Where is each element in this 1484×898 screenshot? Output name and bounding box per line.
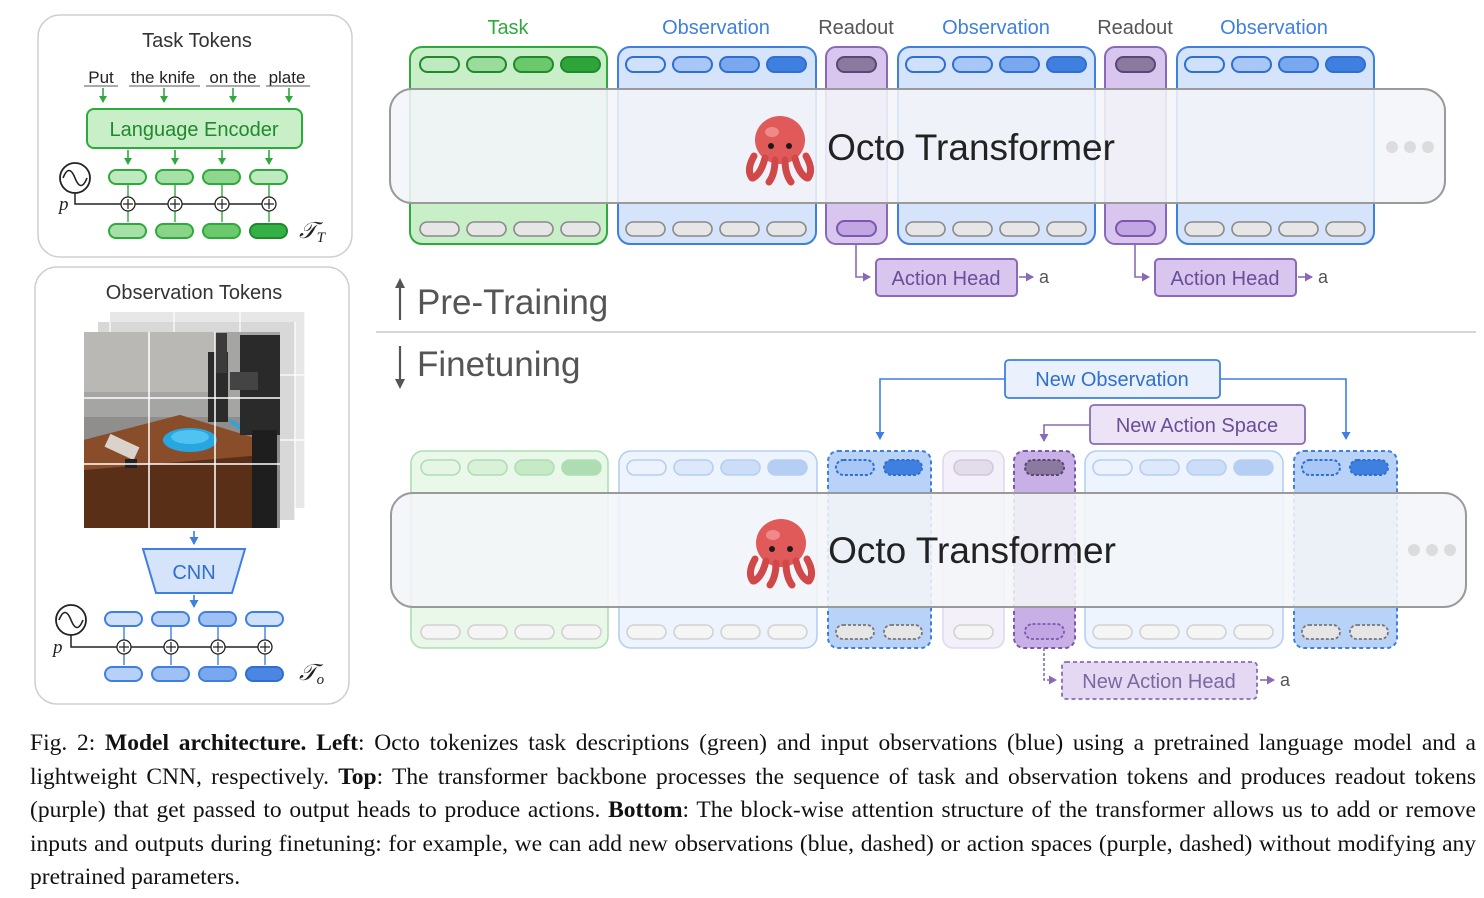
octo-transformer-label-finetune: Octo Transformer [828, 530, 1116, 571]
readout-output-token-2 [1115, 220, 1156, 237]
pretraining-section: Task Observation Readout Observation Rea… [389, 17, 1446, 322]
word-on-the: on the [209, 68, 256, 87]
word-put: Put [88, 68, 114, 87]
caption-text-1: : Octo tokenizes task descriptions (gree… [30, 730, 1476, 790]
readout-output-token-1 [836, 220, 877, 237]
cnn-label: CNN [172, 562, 215, 584]
action-head-1-label: Action Head [892, 268, 1001, 290]
action-head-1 [875, 258, 1018, 297]
obs-embedding-tokens [104, 611, 284, 627]
label-observation-2: Observation [942, 17, 1050, 39]
caption-fig-number: Fig. 2: [30, 730, 106, 756]
task-pos-label: p [57, 194, 69, 215]
finetuning-stage-label: Finetuning [417, 345, 580, 384]
new-action-head-box [1061, 661, 1258, 700]
label-task: Task [487, 17, 529, 39]
cnn-block [141, 548, 247, 594]
task-tokens-panel: Task Tokens Put the knife on the plate L… [37, 14, 353, 258]
ellipsis-dots-pretrain [1386, 141, 1434, 153]
new-action-output: a [1280, 670, 1291, 690]
octo-transformer-finetune [390, 492, 1467, 608]
new-input-tokens [835, 459, 1389, 476]
new-action-head-label: New Action Head [1082, 671, 1235, 693]
caption-bold-2: Top [338, 763, 377, 790]
top-input-tokens [419, 56, 1366, 73]
obs-output-tokens [104, 666, 284, 682]
new-output-tokens [835, 623, 1389, 640]
word-plate: plate [269, 68, 306, 87]
label-readout-1: Readout [818, 17, 894, 39]
caption-bold-1: Model architecture. Left [105, 730, 358, 756]
caption-text-3: : The block-wise attention structure of … [30, 797, 1476, 890]
new-observation-box [1004, 359, 1221, 399]
top-output-tokens [419, 221, 1366, 237]
action-head-2-label: Action Head [1171, 268, 1280, 290]
caption-text-2: : The transformer backbone processes the… [30, 763, 1476, 824]
label-observation-1: Observation [662, 17, 770, 39]
task-embedding-tokens [108, 169, 288, 185]
new-action-space-box [1089, 404, 1306, 445]
obs-pos-label: p [51, 637, 63, 658]
action-head-2 [1154, 258, 1297, 297]
octopus-icon [746, 519, 816, 589]
pretraining-stage-label: Pre-Training [417, 283, 608, 322]
architecture-diagram: Task Tokens Put the knife on the plate L… [34, 14, 1476, 705]
octopus-icon [745, 116, 815, 186]
action-output-2: a [1318, 267, 1329, 287]
caption-bold-3: Bottom [608, 797, 683, 823]
robot-camera-image [84, 332, 280, 528]
finetuning-section: Finetuning [390, 345, 1467, 700]
word-the-knife: the knife [131, 68, 195, 87]
label-readout-2: Readout [1097, 17, 1173, 39]
new-action-space-label: New Action Space [1116, 415, 1278, 437]
label-observation-3: Observation [1220, 17, 1328, 39]
language-encoder-label: Language Encoder [109, 119, 278, 141]
observation-image-stack [84, 312, 306, 528]
task-output-tokens [108, 223, 288, 239]
language-encoder-box [86, 108, 303, 149]
task-words: Put the knife on the plate [84, 68, 310, 87]
task-tokens-title: Task Tokens [142, 30, 252, 52]
new-observation-label: New Observation [1035, 369, 1188, 391]
observation-tokens-title: Observation Tokens [106, 282, 282, 304]
observation-tokens-panel: Observation Tokens [34, 266, 350, 705]
figure-caption: Fig. 2: Model architecture. Left: Octo t… [30, 727, 1476, 895]
ellipsis-dots-finetune [1408, 544, 1456, 556]
octo-transformer-pretrain [389, 88, 1446, 204]
action-output-1: a [1039, 267, 1050, 287]
octo-transformer-label-pretrain: Octo Transformer [827, 127, 1115, 168]
